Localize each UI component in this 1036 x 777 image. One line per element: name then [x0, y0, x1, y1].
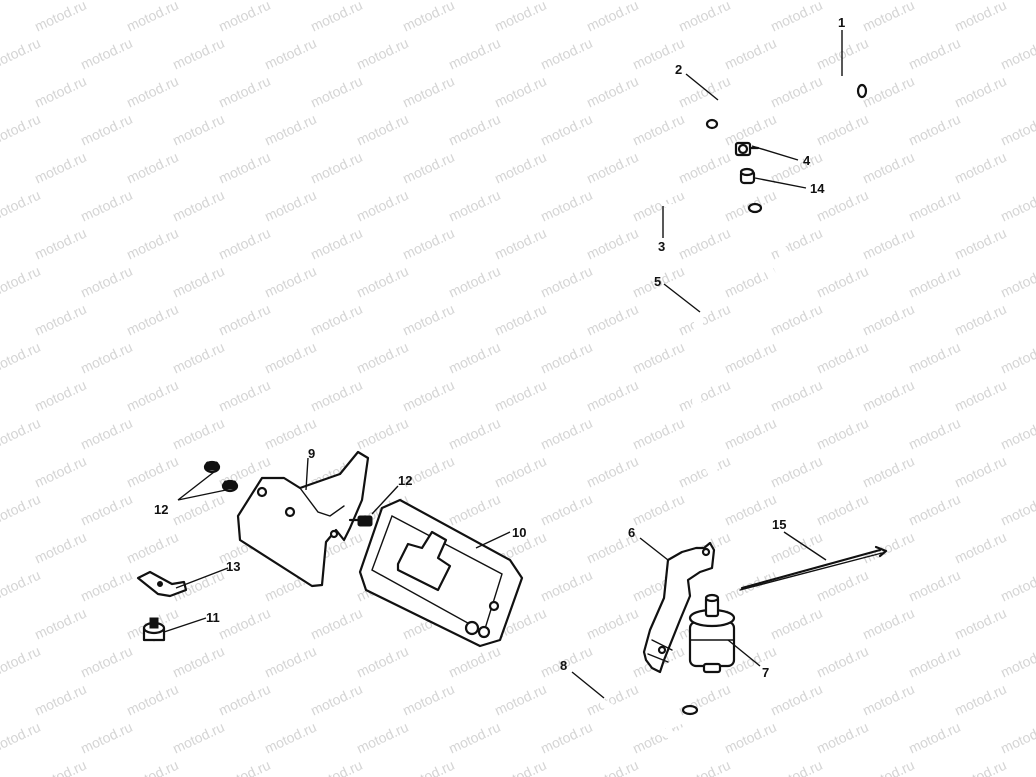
label-11: 11	[206, 610, 220, 625]
label-8: 8	[560, 658, 567, 673]
label-10: 10	[512, 525, 526, 540]
part-5-long-hose	[691, 202, 797, 517]
part-6-bracket	[642, 541, 716, 674]
label-14: 14	[810, 181, 825, 196]
label-12-canister: 12	[398, 473, 412, 488]
part-4-tee-fitting	[734, 141, 760, 157]
label-3: 3	[658, 239, 665, 254]
part-13-clip	[136, 570, 188, 598]
label-7: 7	[762, 665, 769, 680]
part-11-bolt	[142, 617, 166, 642]
part-12-bolt-canister	[348, 515, 373, 527]
part-15-rod	[739, 545, 888, 591]
label-13: 13	[226, 559, 240, 574]
label-1: 1	[838, 15, 845, 30]
label-9: 9	[308, 446, 315, 461]
callout-lines	[163, 30, 843, 699]
part-labels: 1 2 3 4 5 6 7 8 9 10 11 12 12 13 14 15	[154, 15, 845, 680]
part-1-hose	[774, 83, 868, 130]
label-6: 6	[628, 525, 635, 540]
part-7-valve	[688, 593, 736, 674]
label-4: 4	[803, 153, 811, 168]
part-8-hose	[600, 700, 699, 740]
part-10-canister	[358, 498, 524, 648]
label-12-left: 12	[154, 502, 168, 517]
label-15: 15	[772, 517, 786, 532]
label-2: 2	[675, 62, 682, 77]
part-3-hose	[661, 176, 712, 209]
part-14-cap	[739, 167, 756, 185]
part-2-hose	[705, 95, 768, 130]
part-9-bracket	[236, 450, 370, 588]
label-5: 5	[654, 274, 661, 289]
part-12-bolts-left	[203, 460, 239, 493]
